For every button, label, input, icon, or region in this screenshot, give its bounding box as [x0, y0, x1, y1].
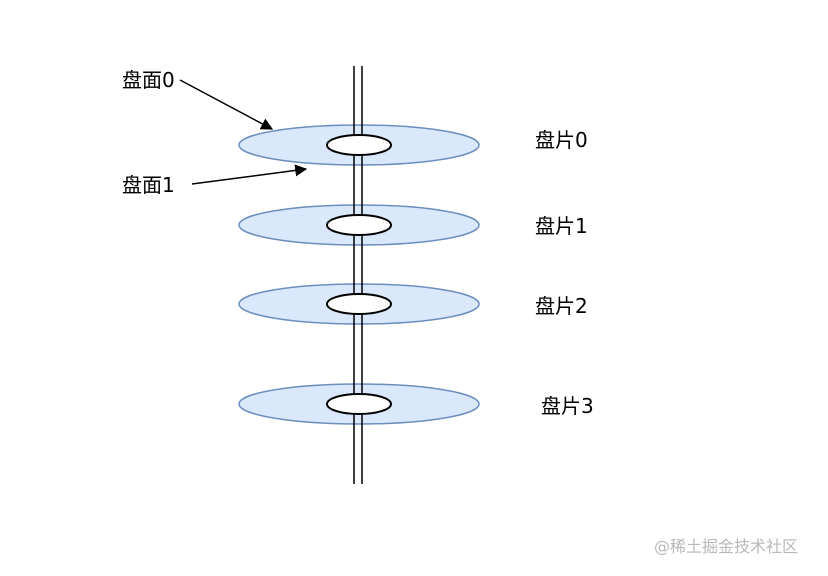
- platter-label-3: 盘片3: [541, 394, 594, 418]
- hub-2: [326, 293, 392, 315]
- surface-label-1: 盘面1: [122, 173, 175, 197]
- platter-label-2: 盘片2: [535, 294, 588, 318]
- arrow-surface-0: [179, 79, 274, 130]
- hub-1: [326, 214, 392, 236]
- platter-label-0: 盘片0: [535, 128, 588, 152]
- watermark: @稀土掘金技术社区: [654, 537, 799, 556]
- hub-3: [326, 393, 392, 415]
- surface-label-0: 盘面0: [122, 68, 175, 92]
- hub-0: [326, 134, 392, 156]
- arrow-surface-1: [191, 164, 308, 185]
- platter-label-1: 盘片1: [535, 214, 588, 238]
